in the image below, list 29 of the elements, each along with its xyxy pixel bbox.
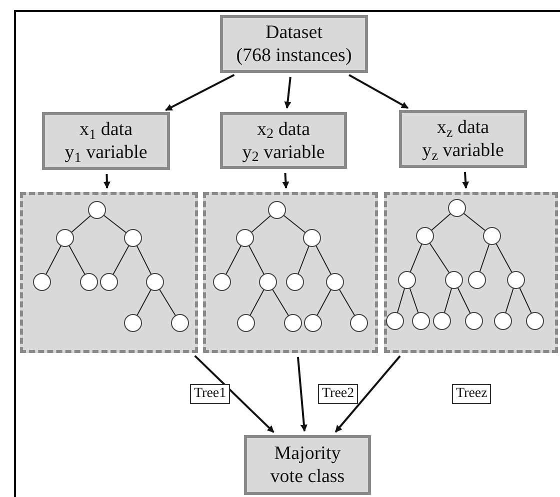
box-text: y$_{1}$ variable	[64, 141, 148, 164]
arrow	[348, 74, 409, 109]
box-text: x$_{z}$ data	[436, 116, 490, 139]
process-box	[42, 112, 170, 170]
tree-panel	[20, 192, 198, 353]
box-text: x$_{1}$ data	[79, 118, 133, 141]
arrow	[282, 172, 290, 189]
process-box	[244, 435, 371, 495]
edge-label: Treez	[452, 384, 492, 404]
arrow	[334, 355, 401, 433]
arrow	[194, 355, 274, 433]
box-text: Dataset	[266, 21, 322, 44]
process-box	[399, 110, 527, 168]
tree-panel	[203, 192, 378, 353]
box-text: y$_{z}$ variable	[422, 139, 504, 162]
box-text: (768 instances)	[236, 44, 352, 67]
arrow	[462, 172, 470, 189]
tree-panel	[384, 192, 558, 353]
arrow	[296, 356, 308, 432]
box-text: x$_{2}$ data	[256, 118, 310, 140]
box-text: y$_{2}$ variable	[242, 140, 325, 164]
edge-label: Tree1	[190, 384, 230, 404]
edge-label: Tree2	[318, 384, 358, 404]
box-text: Majority vote class	[269, 442, 346, 488]
process-box	[220, 112, 347, 169]
arrow	[165, 74, 235, 112]
arrow	[103, 174, 110, 189]
arrow	[284, 76, 292, 109]
process-box	[220, 15, 368, 73]
